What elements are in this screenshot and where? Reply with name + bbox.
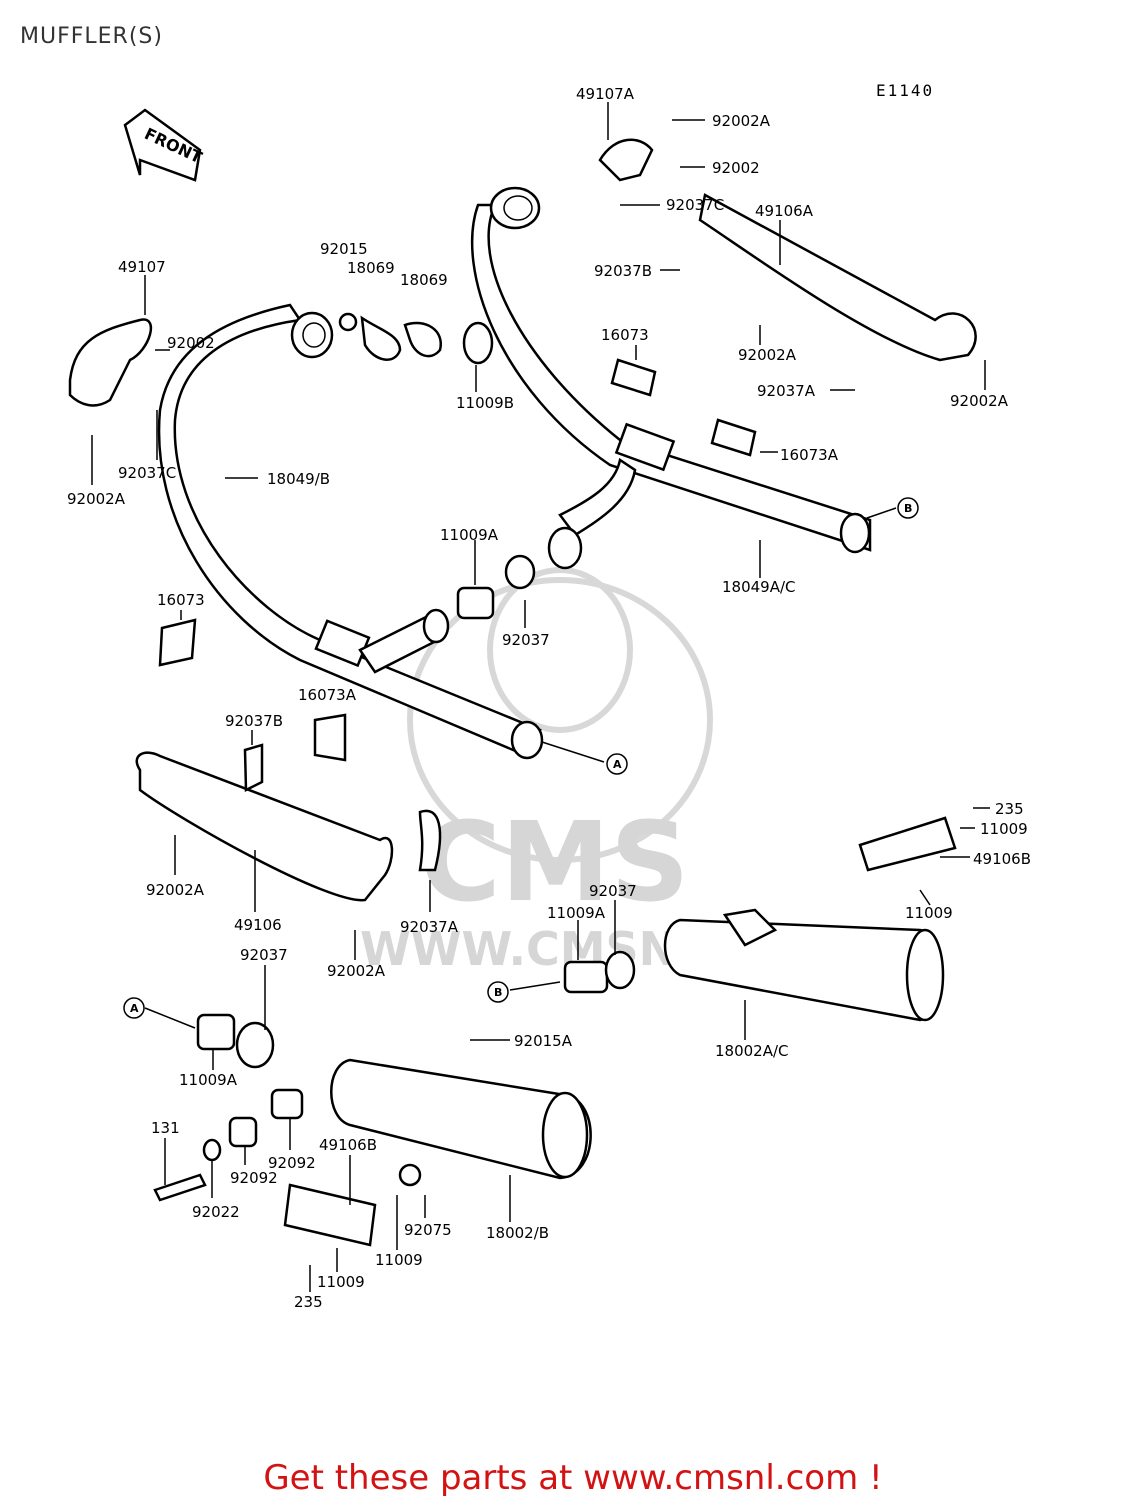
ref-marker-a-upper: A	[606, 753, 628, 775]
part-label: 49107	[118, 258, 166, 276]
part-label: 49106B	[319, 1136, 377, 1154]
part-label: 92002A	[67, 490, 126, 508]
part-label: 235	[294, 1293, 323, 1311]
part-label: 92002	[712, 159, 760, 177]
part-label: 16073A	[298, 686, 357, 704]
ref-marker-b-lower: B	[487, 981, 509, 1003]
part-label: 11009	[375, 1251, 423, 1269]
part-label: 92022	[192, 1203, 240, 1221]
part-label: 92037	[240, 946, 288, 964]
svg-text:A: A	[613, 758, 622, 771]
part-label: 92002A	[950, 392, 1009, 410]
heat-cover-49106	[135, 743, 442, 902]
watermark-brand: CMS	[420, 798, 689, 926]
ref-marker-a-lower: A	[123, 997, 145, 1019]
part-label: 18069	[400, 271, 448, 289]
part-label: 92015A	[514, 1032, 573, 1050]
part-label: 11009	[905, 904, 953, 922]
part-label: 18002/B	[486, 1224, 549, 1242]
part-label: 18069	[347, 259, 395, 277]
muffler-18002B	[153, 1013, 592, 1247]
part-label: 92015	[320, 240, 368, 258]
part-label: 92037C	[118, 464, 176, 482]
footer-link-text[interactable]: Get these parts at www.cmsnl.com !	[263, 1458, 883, 1498]
part-label: 16073	[601, 326, 649, 344]
svg-text:A: A	[130, 1002, 139, 1015]
heat-cover-49106A	[698, 193, 977, 362]
front-header-pipe	[157, 303, 544, 760]
bracket-cover-49107A	[598, 138, 654, 182]
part-label: 92037A	[757, 382, 816, 400]
part-label: 16073A	[780, 446, 839, 464]
part-label: 92092	[268, 1154, 316, 1172]
part-labels: 49107A 92002A 92002 92037C 49106A 92037B…	[67, 85, 1031, 1311]
part-label: 92075	[404, 1221, 452, 1239]
part-label: 11009A	[179, 1071, 238, 1089]
part-label: 16073	[157, 591, 205, 609]
part-label: 92037	[589, 882, 637, 900]
ref-marker-b-upper: B	[897, 497, 919, 519]
part-label: 92002A	[738, 346, 797, 364]
part-label: 49106	[234, 916, 282, 934]
part-label: 49106B	[973, 850, 1031, 868]
part-label: 92002	[167, 334, 215, 352]
part-label: 18049/B	[267, 470, 330, 488]
part-label: 49106A	[755, 202, 814, 220]
part-label: 131	[151, 1119, 180, 1137]
part-label: 92037C	[666, 196, 724, 214]
part-label: 92037B	[594, 262, 652, 280]
part-label: 11009	[317, 1273, 365, 1291]
clamp-18069	[338, 312, 494, 365]
part-label: 11009A	[440, 526, 499, 544]
part-label: 235	[995, 800, 1024, 818]
part-label: 11009B	[456, 394, 514, 412]
part-label: 92002A	[146, 881, 205, 899]
part-label: 49107A	[576, 85, 635, 103]
diagram-code: E1140	[876, 81, 934, 100]
part-label: 92002A	[712, 112, 771, 130]
part-label: 18049A/C	[722, 578, 796, 596]
gasket-11009A-upper	[456, 554, 536, 620]
part-label: 92037	[502, 631, 550, 649]
svg-text:B: B	[494, 986, 502, 999]
part-label: 18002A/C	[715, 1042, 789, 1060]
svg-text:B: B	[904, 502, 912, 515]
part-label: 92002A	[327, 962, 386, 980]
part-label: 11009A	[547, 904, 606, 922]
part-label: 92092	[230, 1169, 278, 1187]
bracket-cover-49107	[68, 318, 152, 407]
page-title: MUFFLER(S)	[20, 24, 163, 49]
leader-lines	[91, 102, 990, 1292]
rear-header-pipe	[470, 186, 872, 570]
part-label: 92037A	[400, 918, 459, 936]
part-label: 92037B	[225, 712, 283, 730]
pipe-cover-16073	[158, 358, 757, 762]
muffler-18002AC	[563, 816, 957, 1022]
part-label: 11009	[980, 820, 1028, 838]
front-arrow-icon: FRONT	[123, 108, 205, 182]
